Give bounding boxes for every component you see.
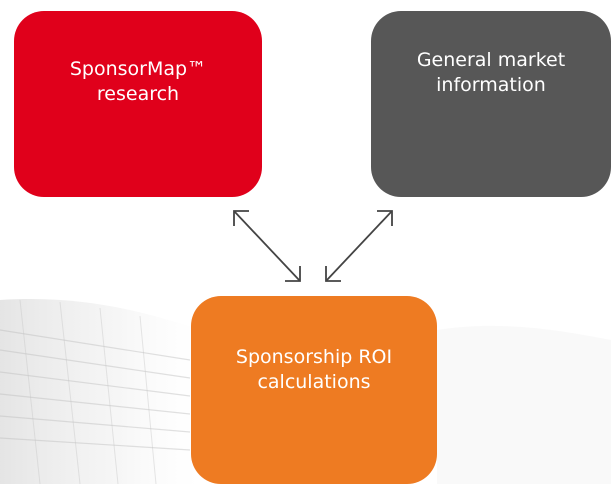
arrowhead-sponsormap-end bbox=[233, 210, 249, 226]
arrowhead-market-end bbox=[377, 210, 393, 226]
general-market-information-box: General market information bbox=[371, 11, 611, 197]
general-market-information-label: General market information bbox=[416, 49, 566, 96]
sponsormap-research-box: SponsorMap™ research bbox=[14, 11, 262, 197]
sponsorship-roi-calculations-label: Sponsorship ROI calculations bbox=[235, 346, 393, 393]
arrowhead-roi-end-left bbox=[285, 266, 301, 282]
arrow-market-roi bbox=[325, 210, 393, 282]
arrowhead-roi-end-right bbox=[325, 266, 341, 282]
sponsorship-roi-calculations-box: Sponsorship ROI calculations bbox=[191, 296, 437, 484]
sponsormap-research-label: SponsorMap™ research bbox=[69, 58, 207, 105]
arrow-sponsormap-roi bbox=[233, 210, 301, 282]
